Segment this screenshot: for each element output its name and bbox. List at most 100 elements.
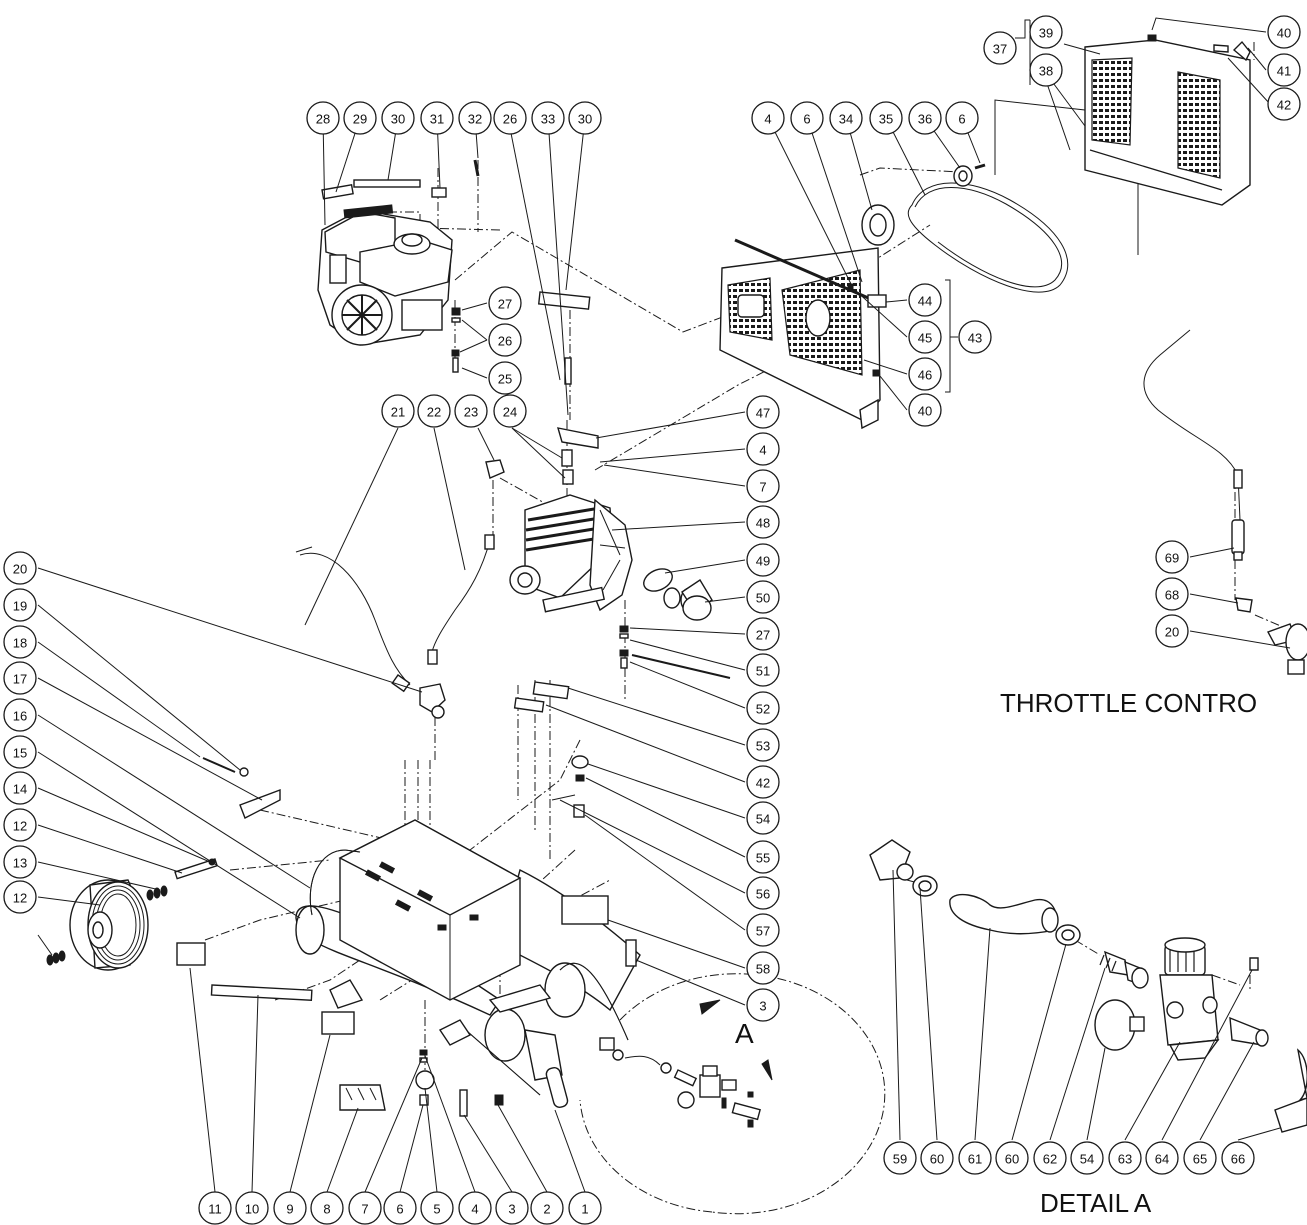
callout-circle	[746, 432, 780, 466]
callout-circle	[746, 913, 780, 947]
callout-circle	[1221, 1141, 1255, 1175]
callout-number: 30	[391, 112, 405, 127]
callout-b59: 59	[883, 1141, 917, 1175]
callout-number: 27	[756, 628, 770, 643]
callout-number: 61	[968, 1152, 982, 1167]
callout-b54a: 54	[746, 801, 780, 835]
callout-b17: 17	[3, 661, 37, 695]
callout-number: 34	[839, 112, 853, 127]
throttle-control-caption: THROTTLE CONTRO	[1000, 688, 1257, 718]
callout-number: 48	[756, 516, 770, 531]
callout-b20a: 20	[3, 551, 37, 585]
callout-b6c: 6	[383, 1191, 417, 1225]
callout-b27b: 27	[746, 617, 780, 651]
belt-guard-front	[994, 34, 1251, 255]
callout-b6a: 6	[790, 101, 824, 135]
callout-number: 60	[930, 1152, 944, 1167]
frame-decals	[176, 895, 637, 1035]
callout-number: 33	[541, 112, 555, 127]
callout-circle	[493, 394, 527, 428]
callout-circle	[420, 101, 454, 135]
callout-b4a: 4	[751, 101, 785, 135]
callout-b34: 34	[829, 101, 863, 135]
callout-b42b: 42	[746, 765, 780, 799]
callout-b48: 48	[746, 505, 780, 539]
callout-circle	[1029, 15, 1063, 49]
callout-circle	[920, 1141, 954, 1175]
callout-number: 45	[918, 331, 932, 346]
callout-b3b: 3	[495, 1191, 529, 1225]
callout-b60b: 60	[995, 1141, 1029, 1175]
callout-number: 40	[918, 404, 932, 419]
callout-b36: 36	[908, 101, 942, 135]
callout-number: 7	[759, 480, 766, 495]
callout-number: 25	[498, 372, 512, 387]
callout-number: 54	[1080, 1152, 1094, 1167]
callout-number: 57	[756, 924, 770, 939]
callout-b65: 65	[1183, 1141, 1217, 1175]
callout-number: 3	[508, 1202, 515, 1217]
callout-b68: 68	[1155, 577, 1189, 611]
callout-number: 20	[13, 562, 27, 577]
callout-circle	[458, 101, 492, 135]
callout-b23: 23	[454, 394, 488, 428]
callout-number: 6	[958, 112, 965, 127]
callout-circle	[1155, 577, 1189, 611]
callout-number: 9	[286, 1202, 293, 1217]
callout-circle	[488, 323, 522, 357]
callout-number: 54	[756, 812, 770, 827]
callout-b53: 53	[746, 728, 780, 762]
callout-number: 66	[1231, 1152, 1245, 1167]
callout-b63: 63	[1108, 1141, 1142, 1175]
callout-b28: 28	[306, 101, 340, 135]
callout-circle	[273, 1191, 307, 1225]
callout-b16: 16	[3, 698, 37, 732]
engine-labels-and-bolts	[321, 159, 591, 385]
callout-circle	[746, 765, 780, 799]
callout-circle	[381, 394, 415, 428]
callout-circle	[454, 394, 488, 428]
callout-number: 10	[245, 1202, 259, 1217]
callout-number: 21	[391, 405, 405, 420]
callout-number: 2	[543, 1202, 550, 1217]
callout-circle	[420, 1191, 454, 1225]
wheel	[46, 858, 218, 971]
callout-number: 5	[433, 1202, 440, 1217]
callout-b4b: 4	[746, 432, 780, 466]
callout-number: 44	[918, 294, 932, 309]
callout-circle	[531, 101, 565, 135]
callout-circle	[751, 101, 785, 135]
callout-circle	[568, 1191, 602, 1225]
callout-number: 42	[756, 776, 770, 791]
callout-circle	[869, 101, 903, 135]
engine	[317, 204, 453, 346]
callout-circle	[3, 880, 37, 914]
callout-number: 56	[756, 887, 770, 902]
callout-number: 69	[1165, 551, 1179, 566]
callout-number: 32	[468, 112, 482, 127]
callout-circle	[3, 808, 37, 842]
callout-number: 43	[968, 331, 982, 346]
callout-b18: 18	[3, 625, 37, 659]
callout-circle	[746, 988, 780, 1022]
callout-b7a: 7	[746, 469, 780, 503]
callout-number: 14	[13, 782, 27, 797]
pump-mount-bolts	[619, 625, 731, 679]
callout-b14: 14	[3, 771, 37, 805]
callout-circle	[945, 101, 979, 135]
callout-circle	[1070, 1141, 1104, 1175]
callout-circle	[790, 101, 824, 135]
callout-circle	[1029, 53, 1063, 87]
callout-circle	[908, 357, 942, 391]
callout-circle	[746, 840, 780, 874]
decals	[513, 681, 570, 713]
callout-circle	[568, 101, 602, 135]
callout-b15: 15	[3, 735, 37, 769]
callout-b42a: 42	[1267, 87, 1301, 121]
detail-a-callout	[579, 973, 886, 1215]
callout-circle	[1183, 1141, 1217, 1175]
callout-b6b: 6	[945, 101, 979, 135]
callout-circle	[3, 588, 37, 622]
